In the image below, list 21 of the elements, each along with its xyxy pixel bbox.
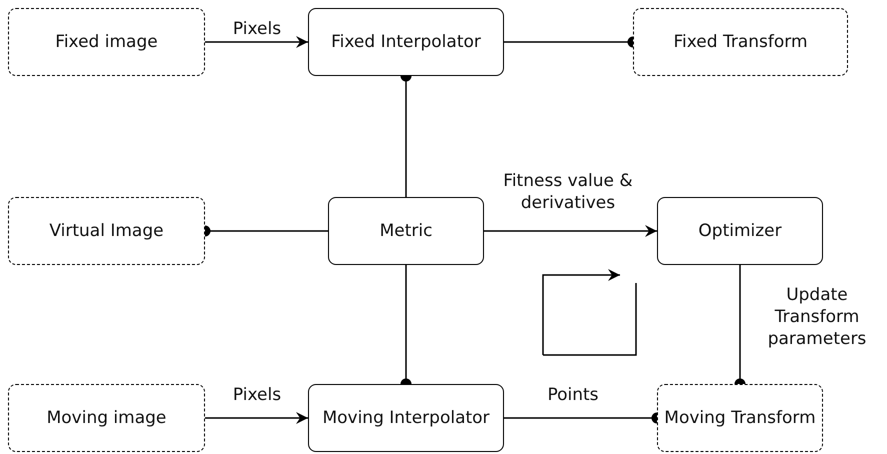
data-box <box>8 8 205 76</box>
node-label: Fixed Interpolator <box>331 31 481 53</box>
node-label: Fixed image <box>55 31 158 53</box>
data-box <box>8 384 205 452</box>
process-box <box>308 8 504 76</box>
node-label: Moving Interpolator <box>322 407 490 429</box>
node-label: Metric <box>380 220 432 242</box>
node-label: Virtual Image <box>49 220 164 242</box>
process-box <box>657 197 823 265</box>
arrow <box>205 36 308 48</box>
data-box <box>633 8 848 76</box>
process-box <box>328 197 484 265</box>
process-box <box>308 384 504 452</box>
data-box <box>8 197 205 265</box>
node-label: Optimizer <box>698 220 782 242</box>
arrow <box>205 412 308 424</box>
data-box <box>657 384 823 452</box>
node-label: Moving image <box>46 407 166 429</box>
node-label: Moving Transform <box>664 407 816 429</box>
arrow <box>484 225 657 237</box>
node-label: Fixed Transform <box>673 31 808 53</box>
